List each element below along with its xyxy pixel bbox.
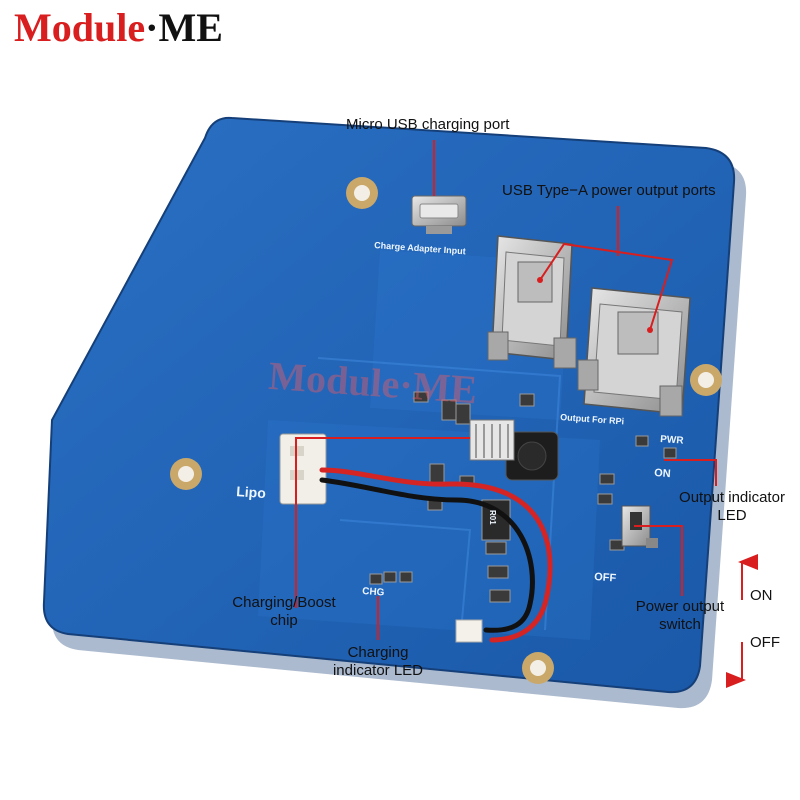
usb-a-port-2 — [577, 287, 691, 417]
label-off: OFF — [750, 634, 780, 651]
brand-logo: Module·ME — [14, 4, 223, 51]
heat-sink-chip — [469, 419, 515, 461]
wire-red — [319, 467, 553, 643]
micro-usb-connector — [411, 195, 467, 234]
mounting-hole-bottom — [522, 652, 554, 684]
logo-separator: · — [145, 5, 159, 50]
silk-off: OFF — [594, 571, 617, 585]
label-power-switch: Power output switch — [620, 598, 740, 634]
label-charging-chip-line-2: chip — [270, 612, 298, 629]
trace-line-2 — [339, 519, 472, 621]
label-output-led: Output indicator LED — [668, 489, 796, 525]
label-charging-led-line-1: Charging — [347, 644, 409, 661]
label-charging-led-line-2: indicator LED — [332, 662, 424, 679]
wire-black — [319, 477, 535, 633]
mounting-hole-right — [690, 364, 722, 396]
silk-output-rpi: Output For RPi — [560, 412, 625, 426]
label-power-switch-line-2: switch — [659, 616, 701, 633]
pointer-dots — [537, 277, 653, 333]
silk-on: ON — [654, 467, 671, 480]
silk-r01: R01 — [488, 510, 497, 525]
pointer-lines — [295, 140, 717, 640]
label-output-led-line-1: Output indicator — [679, 489, 785, 506]
battery-solder-pad — [455, 619, 483, 643]
lipo-connector — [279, 433, 327, 505]
label-charging-chip: Charging/Boost chip — [216, 594, 352, 630]
mounting-hole-top-left — [346, 177, 378, 209]
silk-lipo: Lipo — [236, 483, 267, 501]
logo-part-2: ME — [158, 5, 223, 50]
smd-components — [369, 391, 677, 603]
logo-part-1: Module — [14, 5, 146, 50]
label-charging-led: Charging indicator LED — [318, 644, 438, 680]
silk-chg: CHG — [362, 586, 385, 599]
label-charging-chip-line-1: Charging/Boost — [232, 594, 336, 611]
label-usb-type-a: USB Type−A power output ports — [502, 182, 716, 199]
label-on: ON — [750, 587, 773, 604]
silk-pwr: PWR — [660, 434, 685, 447]
label-power-switch-line-1: Power output — [635, 598, 725, 615]
mounting-hole-left — [170, 458, 202, 490]
label-micro-usb: Micro USB charging port — [346, 116, 510, 133]
label-output-led-line-2: LED — [717, 507, 747, 524]
inductor — [505, 431, 559, 481]
usb-a-port-1 — [487, 235, 577, 369]
